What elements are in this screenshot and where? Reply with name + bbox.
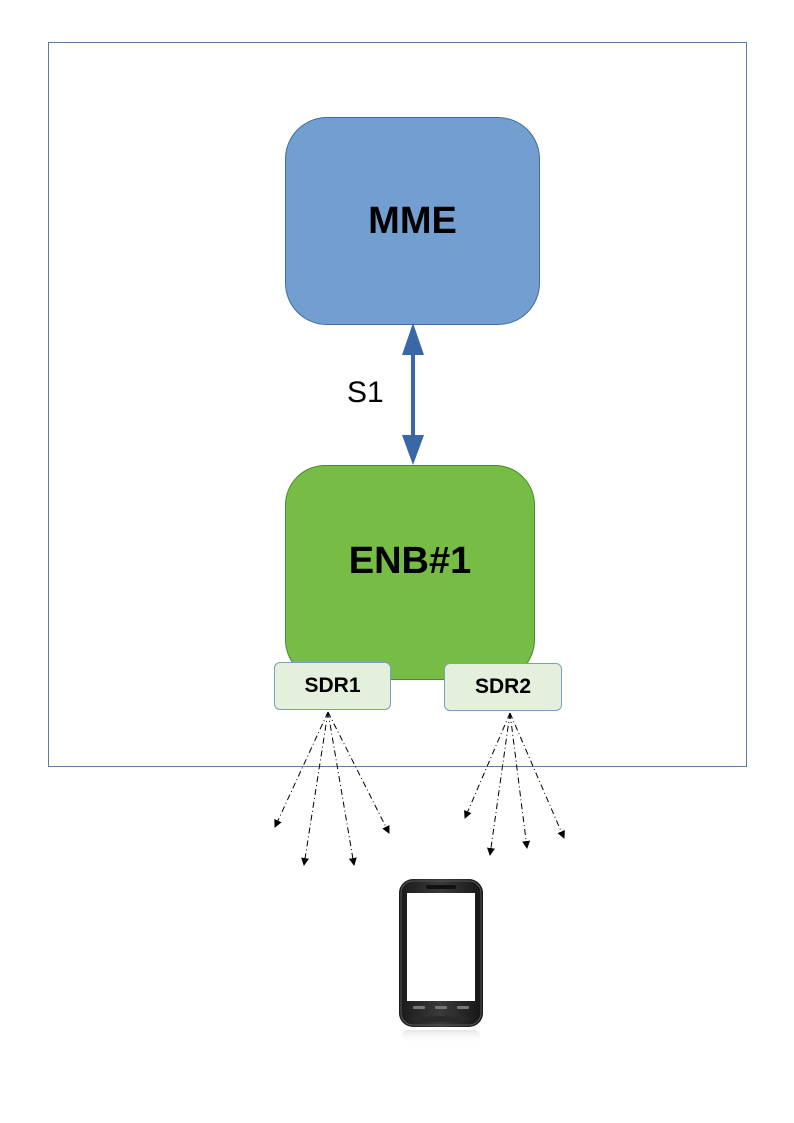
sdr2-radio-rays xyxy=(464,712,565,856)
sdr1-ray xyxy=(274,711,329,828)
sdr1-node: SDR1 xyxy=(274,662,391,710)
s1-link-arrow xyxy=(402,323,424,465)
sdr2-ray xyxy=(509,712,565,839)
enb-node: ENB#1 xyxy=(285,465,535,680)
system-boundary xyxy=(48,42,747,767)
sdr1-ray xyxy=(327,711,357,866)
sdr2-ray xyxy=(464,712,511,819)
sdr1-ray xyxy=(301,711,329,866)
sdr2-ray xyxy=(509,712,531,849)
sdr1-ray xyxy=(327,711,390,834)
sdr1-label: SDR1 xyxy=(304,674,361,697)
mme-label: MME xyxy=(368,199,457,242)
s1-interface-label: S1 xyxy=(347,376,384,409)
sdr1-radio-rays xyxy=(274,711,390,866)
sdr2-node: SDR2 xyxy=(444,663,562,711)
sdr2-label: SDR2 xyxy=(474,675,532,698)
enb-label: ENB#1 xyxy=(348,540,472,582)
mobile-phone-icon xyxy=(399,879,483,1044)
sdr2-ray xyxy=(487,712,511,856)
